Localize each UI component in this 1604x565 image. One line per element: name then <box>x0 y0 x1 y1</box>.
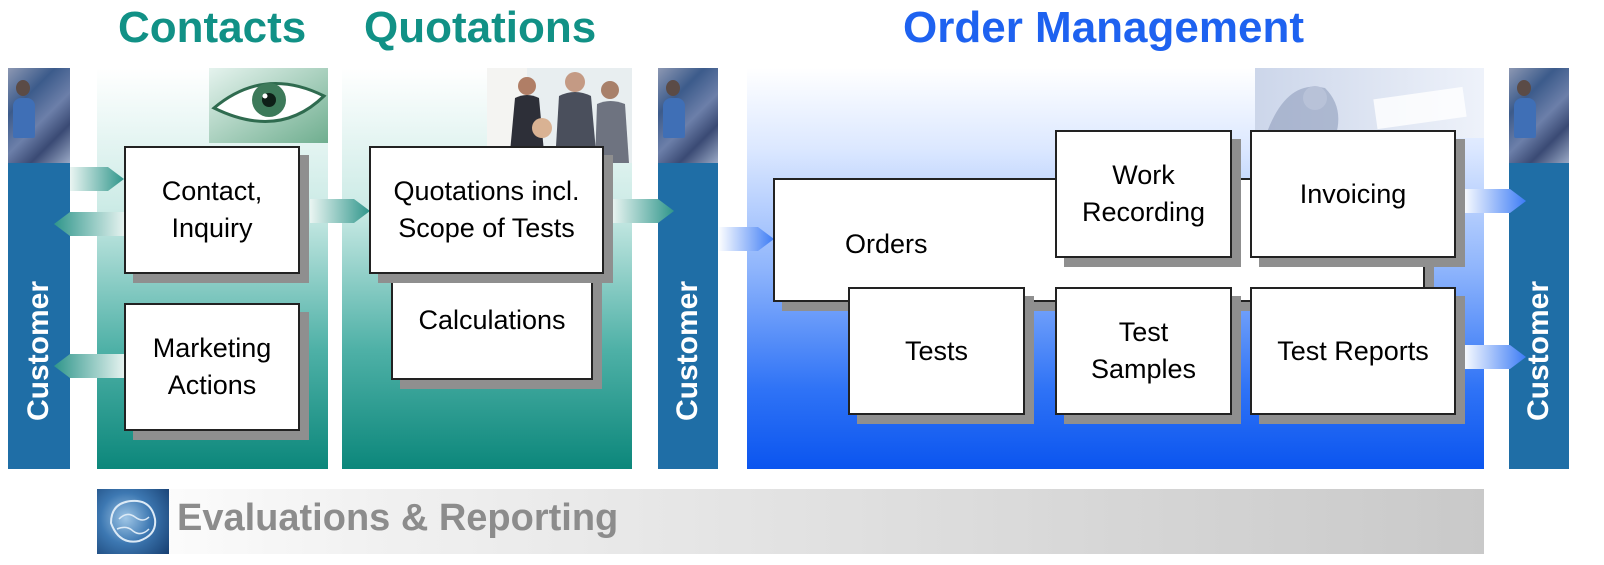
customer-bar-left: Customer <box>8 68 70 469</box>
customer-bar-right: Customer <box>1509 68 1569 469</box>
arrow-right-icon <box>1462 189 1526 213</box>
calculations-label: Calculations <box>418 305 566 335</box>
customer-photo <box>658 68 718 163</box>
tests-label: Tests <box>904 335 969 366</box>
arrow-right-icon <box>1462 345 1526 369</box>
customer-label: Customer <box>22 280 55 421</box>
marketing-actions-line-2: Actions <box>167 370 257 400</box>
calculations-box: Calculations <box>391 260 593 380</box>
customer-photo <box>8 68 70 163</box>
invoicing-label: Invoicing <box>1299 178 1407 209</box>
work-recording-line-1: Work <box>1112 160 1175 190</box>
evaluations-reporting-title: Evaluations & Reporting <box>177 497 619 539</box>
quotations-scope-box: Quotations incl. Scope of Tests <box>369 146 604 274</box>
contact-inquiry-line-2: Inquiry <box>171 213 253 243</box>
marketing-actions-box: Marketing Actions <box>124 303 300 431</box>
contacts-heading: Contacts <box>118 3 307 52</box>
quotations-scope-line-1: Quotations incl. <box>393 176 580 206</box>
orders-label: Orders <box>845 229 928 259</box>
evaluations-reporting-bar: Evaluations & Reporting <box>97 489 1484 554</box>
arrow-right-icon <box>612 199 674 223</box>
arrow-left-icon <box>54 212 126 236</box>
contact-inquiry-box: Contact, Inquiry <box>124 146 300 274</box>
tests-box: Tests <box>848 287 1025 415</box>
arrow-right-icon <box>718 227 774 251</box>
quotations-heading: Quotations <box>364 3 597 52</box>
brain-icon <box>97 489 169 554</box>
contact-inquiry-line-1: Contact, <box>161 176 263 206</box>
test-samples-box: Test Samples <box>1055 287 1232 415</box>
customer-bar-middle: Customer <box>658 68 718 469</box>
test-reports-label: Test Reports <box>1277 335 1429 366</box>
work-recording-line-2: Recording <box>1081 197 1206 227</box>
customer-photo <box>1509 68 1569 163</box>
quotations-scope-line-2: Scope of Tests <box>398 213 575 243</box>
arrow-right-icon <box>310 199 370 223</box>
invoicing-box: Invoicing <box>1250 130 1456 258</box>
arrow-right-icon <box>70 167 124 191</box>
customer-label: Customer <box>671 280 704 421</box>
order-management-heading: Order Management <box>903 3 1304 52</box>
eye-image <box>209 68 328 143</box>
arrow-left-icon <box>54 354 126 378</box>
test-reports-box: Test Reports <box>1250 287 1456 415</box>
test-samples-line-2: Samples <box>1090 354 1197 384</box>
marketing-actions-line-1: Marketing <box>152 333 272 363</box>
work-recording-box: Work Recording <box>1055 130 1232 258</box>
office-image <box>1255 68 1484 138</box>
test-samples-line-1: Test <box>1118 317 1169 347</box>
